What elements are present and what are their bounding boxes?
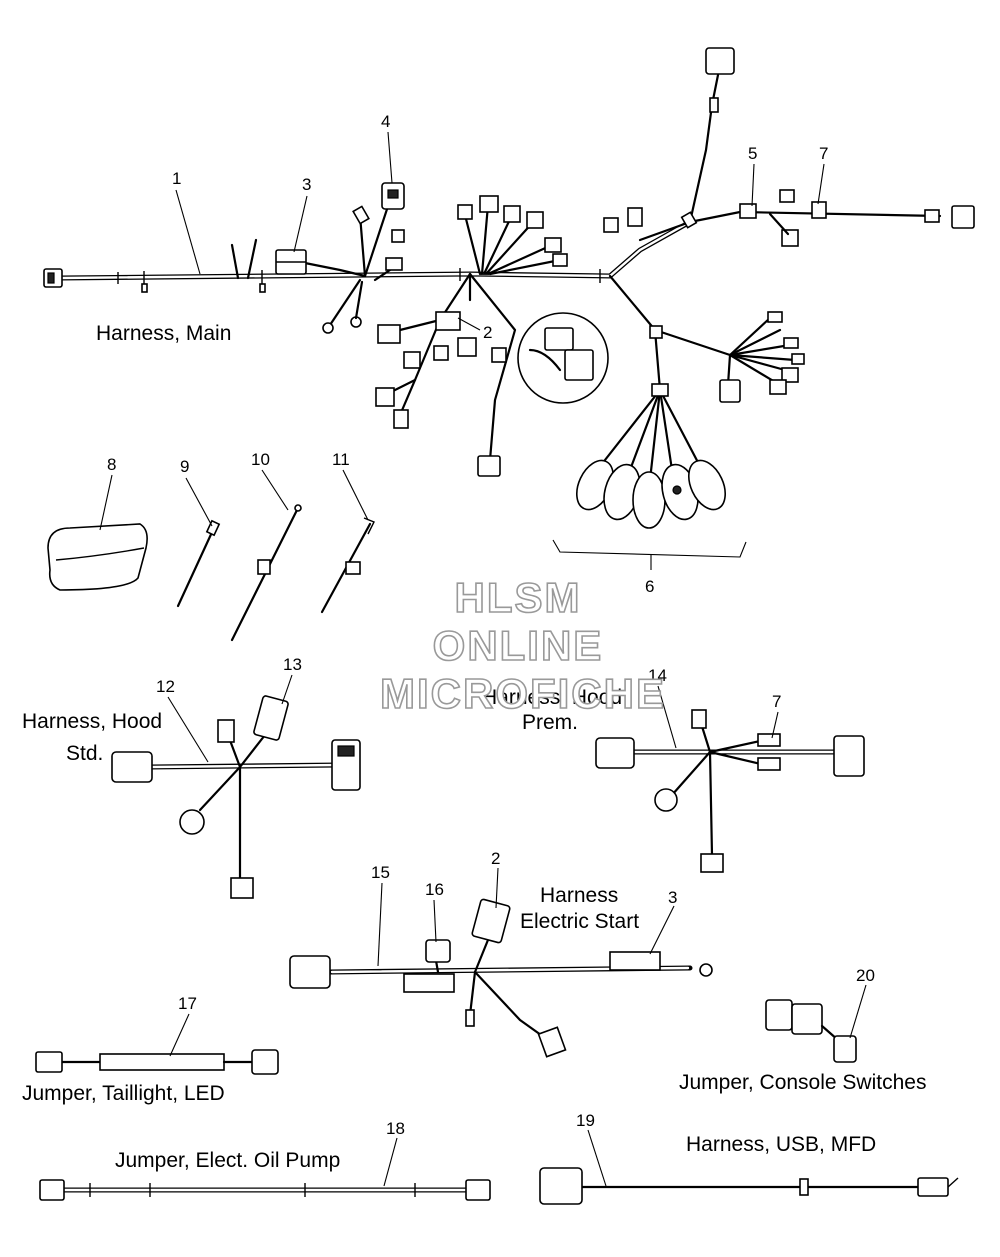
callout-18: 18	[386, 1119, 405, 1138]
callout-3: 3	[302, 175, 311, 194]
hood-std-harness	[111, 695, 361, 899]
console-switches-jumper	[765, 999, 857, 1063]
watermark-line-3: MICROFICHE	[380, 670, 666, 717]
caption-hood-std-1: Harness, Hood	[22, 710, 162, 733]
caption-oil-pump: Jumper, Elect. Oil Pump	[115, 1149, 340, 1172]
caption-elec-start-1: Harness	[540, 884, 618, 907]
callout-16: 16	[425, 880, 444, 899]
caption-hood-prem-2: Prem.	[522, 711, 578, 734]
usb-harness	[539, 1167, 959, 1205]
watermark: HLSM ONLINE MICROFICHE	[379, 573, 666, 718]
coil-group	[552, 383, 747, 570]
oil-pump-jumper	[39, 1179, 491, 1201]
main-harness	[43, 47, 975, 477]
electric-start-harness	[289, 898, 713, 1058]
callout-10: 10	[251, 450, 270, 469]
callout-7b: 7	[772, 692, 781, 711]
hood-prem-harness	[595, 709, 865, 873]
callout-14: 14	[648, 666, 667, 685]
callout-numbers: 1 3 4 2 5 7 6 8 9 10 11 12 13 14 7 15 16…	[107, 112, 875, 1138]
loose-parts	[47, 504, 375, 642]
callout-2: 2	[483, 323, 492, 342]
callout-6: 6	[645, 577, 654, 596]
callout-11: 11	[332, 450, 350, 469]
callout-9: 9	[180, 457, 189, 476]
callout-20: 20	[856, 966, 875, 985]
caption-elec-start-2: Electric Start	[520, 910, 639, 933]
callout-19: 19	[576, 1111, 595, 1130]
callout-15: 15	[371, 863, 390, 882]
callout-17: 17	[178, 994, 197, 1013]
callout-3b: 3	[668, 888, 677, 907]
caption-taillight: Jumper, Taillight, LED	[22, 1082, 225, 1105]
taillight-jumper	[35, 1049, 279, 1075]
callout-8: 8	[107, 455, 116, 474]
callout-13: 13	[283, 655, 302, 674]
caption-harness-main: Harness, Main	[96, 322, 231, 345]
caption-hood-prem-1: Harness, Hood	[482, 686, 622, 709]
captions: Harness, Main Harness, Hood Std. Harness…	[22, 322, 926, 1172]
callout-1: 1	[172, 169, 181, 188]
callout-5: 5	[748, 144, 757, 163]
callout-leaders	[99, 131, 867, 1187]
callout-4: 4	[381, 112, 390, 131]
callout-2b: 2	[491, 849, 500, 868]
watermark-line-2: ONLINE	[433, 622, 604, 669]
caption-hood-std-2: Std.	[66, 742, 103, 765]
callout-12: 12	[156, 677, 175, 696]
callout-7: 7	[819, 144, 828, 163]
watermark-line-1: HLSM	[455, 574, 582, 621]
caption-usb: Harness, USB, MFD	[686, 1133, 876, 1156]
caption-console: Jumper, Console Switches	[679, 1071, 926, 1094]
